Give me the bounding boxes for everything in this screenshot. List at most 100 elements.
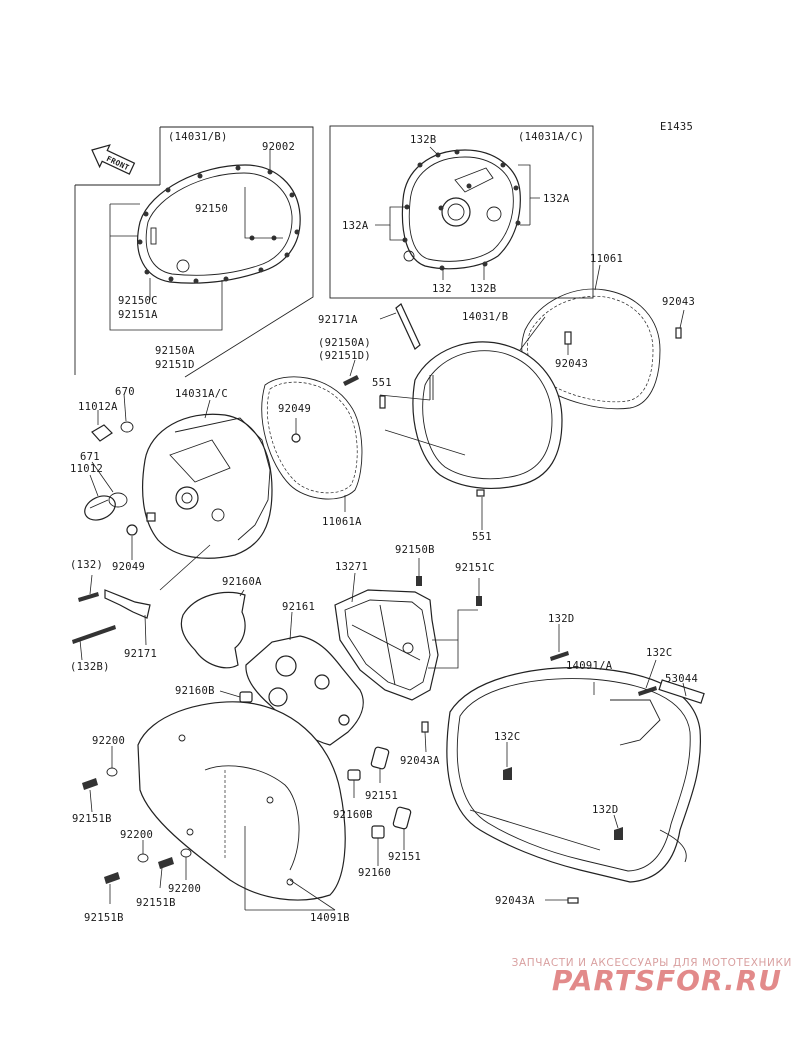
label-14031a-c: 14031A/C bbox=[175, 388, 228, 400]
label-92150a: 92150A bbox=[155, 345, 195, 357]
inset-frame-left bbox=[160, 126, 314, 378]
bolt-92150b bbox=[416, 576, 422, 586]
label-92150a-paren: (92150A) bbox=[318, 337, 371, 349]
part-labels: E1435 (14031/B) 92002 92150 92150C 92151… bbox=[70, 121, 698, 924]
label-92151d-paren: (92151D) bbox=[318, 350, 371, 362]
label-92043-right: 92043 bbox=[662, 296, 695, 308]
label-132d-top: 132D bbox=[548, 613, 575, 625]
label-14031b-paren: (14031/B) bbox=[168, 131, 228, 143]
label-132b-bottom: 132B bbox=[470, 283, 497, 295]
bolt-92150a bbox=[343, 375, 359, 386]
label-14091b: 14091B bbox=[310, 912, 350, 924]
label-92171a: 92171A bbox=[318, 314, 358, 326]
clutch-cover-inset bbox=[137, 164, 301, 284]
label-92200-left: 92200 bbox=[92, 735, 125, 747]
label-132c-mid: 132C bbox=[494, 731, 521, 743]
label-92151b-low: 92151B bbox=[84, 912, 124, 924]
washer-92049 bbox=[126, 524, 138, 536]
gasket-11061a bbox=[261, 376, 363, 500]
collar-92160b-left bbox=[239, 691, 253, 703]
generator-cover-14031ac bbox=[141, 413, 273, 559]
collar-92160b-mid bbox=[347, 769, 361, 781]
watermark-tagline: ЗАПЧАСТИ И АКСЕССУАРЫ ДЛЯ МОТОТЕХНИКИ bbox=[511, 957, 792, 969]
label-11061a: 11061A bbox=[322, 516, 362, 528]
label-132d-bottom: 132D bbox=[592, 804, 619, 816]
plate-92161 bbox=[245, 635, 364, 746]
bolt-132d bbox=[550, 651, 569, 661]
label-551-bottom: 551 bbox=[472, 531, 492, 543]
front-arrow-icon: FRONT bbox=[91, 144, 136, 175]
label-132a-right: 132A bbox=[543, 193, 570, 205]
outer-cover-14091a bbox=[446, 667, 702, 883]
bush-92151-mid bbox=[370, 746, 390, 770]
washer-92200-left bbox=[106, 767, 118, 777]
label-92043a-mid: 92043A bbox=[400, 755, 440, 767]
label-14031ac-paren: (14031A/C) bbox=[518, 131, 584, 143]
collar-92160 bbox=[371, 825, 385, 839]
label-13271: 13271 bbox=[335, 561, 368, 573]
bolt-92151b-low bbox=[104, 872, 120, 884]
label-671: 671 bbox=[80, 451, 100, 463]
label-132a-left: 132A bbox=[342, 220, 369, 232]
label-132b-paren: (132B) bbox=[70, 661, 110, 673]
outer-cover-14091b bbox=[137, 701, 346, 901]
label-92200-low: 92200 bbox=[168, 883, 201, 895]
dowel-92043 bbox=[564, 331, 572, 345]
label-92043-mid: 92043 bbox=[555, 358, 588, 370]
label-92002: 92002 bbox=[262, 141, 295, 153]
label-92043a-bottom: 92043A bbox=[495, 895, 535, 907]
clutch-cover-14031b bbox=[412, 341, 563, 489]
label-132b-top: 132B bbox=[410, 134, 437, 146]
dowel-92043a bbox=[421, 721, 429, 733]
label-92049-top: 92049 bbox=[278, 403, 311, 415]
label-92160a: 92160A bbox=[222, 576, 262, 588]
label-92150: 92150 bbox=[195, 203, 228, 215]
bracket-92171 bbox=[104, 589, 151, 619]
label-92151-mid: 92151 bbox=[365, 790, 398, 802]
o-ring-671 bbox=[108, 492, 128, 508]
label-132c-right: 132C bbox=[646, 647, 673, 659]
label-92151b-left: 92151B bbox=[72, 813, 112, 825]
label-92151b-mid: 92151B bbox=[136, 897, 176, 909]
bolt-92151c bbox=[476, 596, 482, 606]
label-92160b-left: 92160B bbox=[175, 685, 215, 697]
label-92151-low: 92151 bbox=[388, 851, 421, 863]
label-92160: 92160 bbox=[358, 867, 391, 879]
generator-cover-inset bbox=[401, 149, 521, 271]
pipe-53044 bbox=[658, 679, 705, 704]
bolt-92151b-left bbox=[82, 778, 98, 790]
gasket-92160a bbox=[180, 591, 246, 669]
label-92150b: 92150B bbox=[395, 544, 435, 556]
label-11061: 11061 bbox=[590, 253, 623, 265]
bush-92151-low bbox=[392, 806, 412, 830]
plug-11012 bbox=[84, 495, 116, 521]
label-53044: 53044 bbox=[665, 673, 698, 685]
inset-frame-right bbox=[329, 125, 594, 299]
plate-13271 bbox=[334, 589, 439, 701]
label-92150c: 92150C bbox=[118, 295, 158, 307]
plug-11012a bbox=[91, 424, 113, 442]
label-132-paren: (132) bbox=[70, 559, 103, 571]
watermark-logo: PARTSFOR.RU bbox=[552, 964, 782, 997]
label-92160b-mid: 92160B bbox=[333, 809, 373, 821]
bolt-92151b-mid bbox=[158, 857, 174, 869]
diagram-code: E1435 bbox=[660, 121, 693, 133]
label-92171: 92171 bbox=[124, 648, 157, 660]
label-11012a: 11012A bbox=[78, 401, 118, 413]
breather-pipe-92171a bbox=[395, 303, 421, 350]
washer-92200-low bbox=[180, 848, 192, 858]
washer-92200-mid bbox=[137, 853, 149, 863]
label-92200-mid: 92200 bbox=[120, 829, 153, 841]
label-670: 670 bbox=[115, 386, 135, 398]
label-132-bottom: 132 bbox=[432, 283, 452, 295]
label-11012: 11012 bbox=[70, 463, 103, 475]
label-92161: 92161 bbox=[282, 601, 315, 613]
label-14091a: 14091/A bbox=[566, 660, 613, 672]
label-92151d: 92151D bbox=[155, 359, 195, 371]
label-92049-left: 92049 bbox=[112, 561, 145, 573]
label-92151c: 92151C bbox=[455, 562, 495, 574]
label-551-top: 551 bbox=[372, 377, 392, 389]
label-92151a: 92151A bbox=[118, 309, 158, 321]
o-ring-670 bbox=[120, 421, 134, 433]
